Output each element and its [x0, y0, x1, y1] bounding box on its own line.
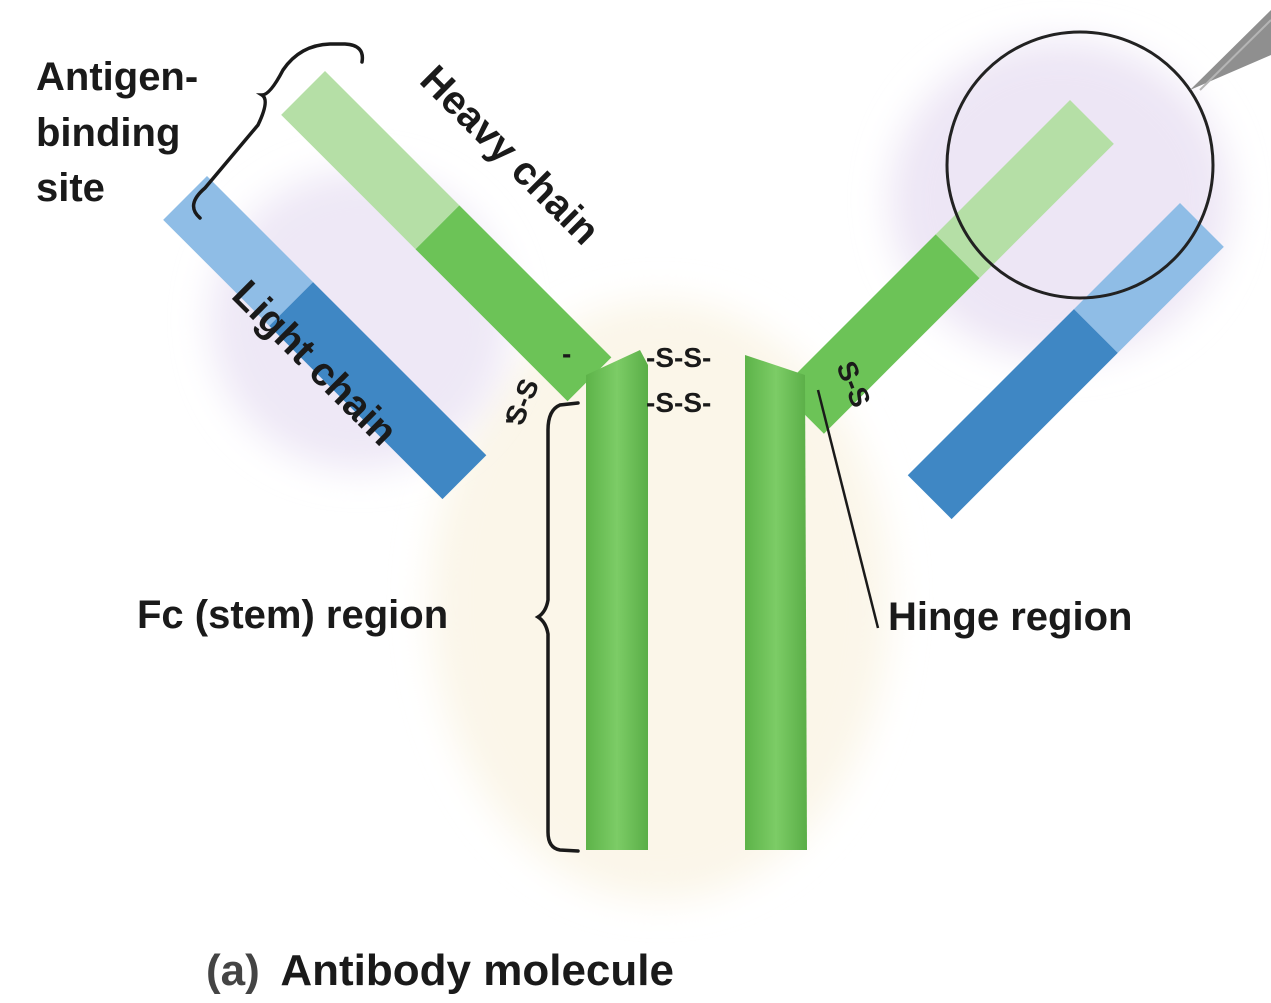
hinge-pointer-line — [816, 389, 880, 629]
left-stem — [586, 350, 648, 850]
disulfide-bond-top: -S-S- — [646, 342, 711, 373]
binding-site-highlight-circle — [945, 30, 1215, 300]
right-stem — [745, 355, 807, 850]
disulfide-bond-left-dash-top: - — [562, 338, 571, 369]
antigen-binding-site-label-line3: site — [36, 166, 105, 210]
zoom-callout — [1190, 10, 1271, 90]
antigen-binding-bracket — [191, 42, 365, 220]
figure-caption-text: Antibody molecule — [280, 946, 674, 995]
right-heavy-chain — [780, 100, 1114, 434]
hinge-region-label: Hinge region — [888, 595, 1132, 639]
antigen-binding-site-label-line1: Antigen- — [36, 55, 198, 99]
figure-caption-prefix: (a) — [206, 946, 260, 995]
left-light-chain — [163, 176, 487, 500]
disulfide-bond-left-dash-bottom: - — [505, 403, 514, 434]
disulfide-bond-bottom: -S-S- — [646, 387, 711, 418]
fc-region-label: Fc (stem) region — [137, 593, 448, 637]
left-heavy-chain — [281, 71, 612, 402]
fc-region-bracket — [534, 401, 580, 853]
figure-caption: (a) Antibody molecule — [206, 946, 674, 995]
antigen-binding-site-label-line2: binding — [36, 111, 180, 155]
